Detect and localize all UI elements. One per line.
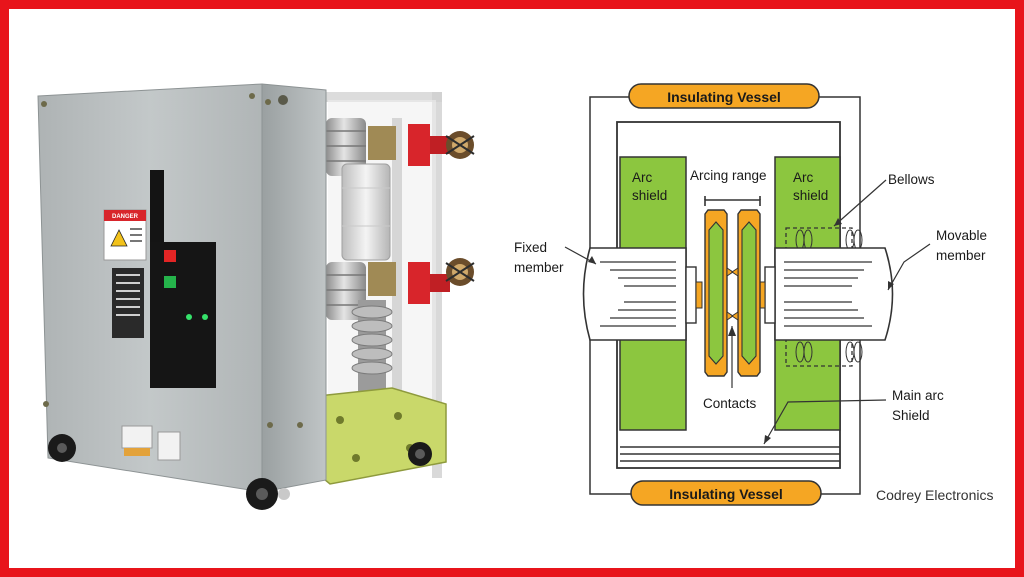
fixed-member-label-line2: member bbox=[514, 260, 564, 275]
upper-tulip-contact bbox=[446, 131, 474, 159]
red-trip-button bbox=[164, 250, 176, 262]
indicator-light-1 bbox=[186, 314, 192, 320]
green-close-button bbox=[164, 276, 176, 288]
bottom-label-3 bbox=[124, 448, 150, 456]
insulating-vessel-top-label: Insulating Vessel bbox=[667, 89, 781, 105]
truck-bracket bbox=[318, 388, 446, 484]
fixed-contact-plate bbox=[705, 210, 727, 376]
lower-tulip-contact bbox=[446, 258, 474, 286]
fixed-member-rod bbox=[584, 248, 703, 340]
arcing-range-label: Arcing range bbox=[690, 168, 767, 183]
arc-shield-right-label-line2: shield bbox=[793, 188, 828, 203]
arc-shield-left-label-line2: shield bbox=[632, 188, 667, 203]
danger-sign: DANGER bbox=[104, 210, 146, 260]
lower-red-terminal bbox=[408, 262, 450, 304]
control-panel bbox=[150, 242, 216, 388]
vacuum-interrupter-tube bbox=[342, 164, 390, 260]
bellows-label: Bellows bbox=[888, 172, 935, 187]
bottom-label-1 bbox=[122, 426, 152, 448]
danger-sign-text: DANGER bbox=[112, 214, 139, 220]
main-arc-shield-label-line2: Shield bbox=[892, 408, 930, 423]
operating-spring bbox=[352, 300, 392, 392]
contacts-label: Contacts bbox=[703, 396, 757, 411]
arc-shield-left-label-line1: Arc bbox=[632, 170, 653, 185]
movable-member-label-line1: Movable bbox=[936, 228, 987, 243]
vacuum-interrupter-diagram: Insulating Vessel Insulating Vessel bbox=[514, 84, 994, 505]
insulating-vessel-bottom: Insulating Vessel bbox=[631, 481, 821, 505]
insulating-vessel-top: Insulating Vessel bbox=[629, 84, 819, 108]
bottom-label-2 bbox=[158, 432, 180, 460]
insulating-vessel-bottom-label: Insulating Vessel bbox=[669, 486, 783, 502]
credit-text: Codrey Electronics bbox=[876, 487, 994, 503]
vacuum-breaker-photo: DANGER bbox=[38, 84, 474, 510]
cabinet-side-panel bbox=[262, 84, 326, 492]
upper-red-terminal bbox=[408, 124, 450, 166]
upper-bracket bbox=[368, 126, 396, 160]
indicator-light-2 bbox=[202, 314, 208, 320]
lower-bracket bbox=[368, 262, 396, 296]
main-arc-shield-label-line1: Main arc bbox=[892, 388, 944, 403]
fixed-member-label-line1: Fixed bbox=[514, 240, 547, 255]
movable-member-rod bbox=[759, 248, 893, 340]
arc-shield-right-label-line1: Arc bbox=[793, 170, 814, 185]
movable-contact-plate bbox=[738, 210, 760, 376]
movable-member-label-line2: member bbox=[936, 248, 986, 263]
nameplate-label bbox=[112, 268, 144, 338]
